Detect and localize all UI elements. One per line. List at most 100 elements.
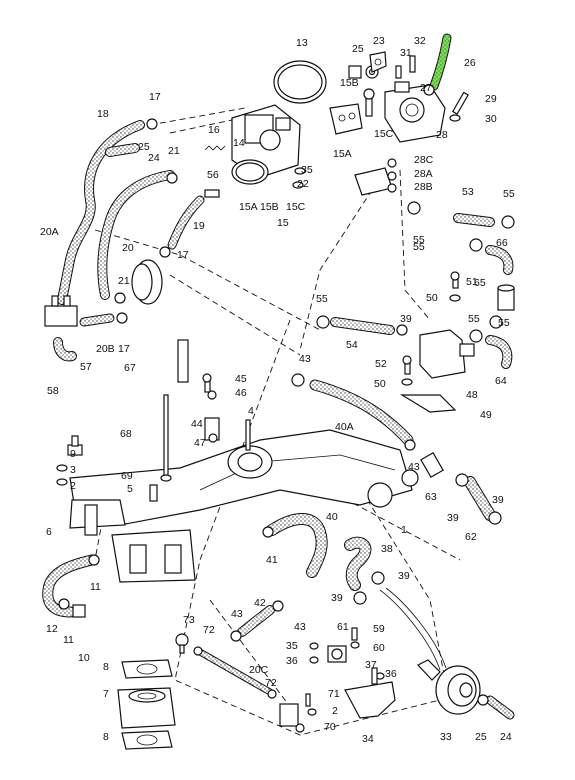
callout-label: 55 [413,241,425,253]
callout-label: 72 [265,677,277,689]
callout-label: 13 [296,37,308,49]
callout-label: 40A [335,421,354,433]
callout-label: 20 [122,242,134,254]
callout-label: 17 [177,249,189,261]
part-3-2-washers [56,464,68,486]
part-26-hose-highlighted [429,33,452,91]
callout-label: 71 [328,688,340,700]
callout-label: 15B [260,201,279,213]
part-67-rod [177,339,189,383]
callout-label: 36 [385,668,397,680]
hose-40 [266,513,328,578]
callout-label: 29 [485,93,497,105]
part-10-nipple [72,604,86,618]
callout-label: 69 [121,470,133,482]
part-31-32-bolts [395,55,416,79]
hose-62 [464,476,496,521]
clamps-43-low [230,600,284,642]
part-8-gasket-bottom [121,730,173,750]
part-71-screw [305,693,311,707]
callout-label: 67 [124,362,136,374]
callout-label: 38 [381,543,393,555]
callout-label: 43 [231,608,243,620]
callout-label: 24 [148,152,160,164]
callout-label: 5 [127,483,133,495]
part-45-46-bolt [202,373,217,400]
callout-label: 68 [120,428,132,440]
part-7-sump-block [111,529,196,583]
callout-label: 59 [373,623,385,635]
callout-label: 55 [468,313,480,325]
callout-label: 57 [80,361,92,373]
callout-label: 22 [297,178,309,190]
part-50-washer [401,294,461,386]
part-40a-hose [309,379,414,446]
hose-42 [237,605,275,637]
hose-24 [97,170,175,300]
callout-label: 24 [500,731,512,743]
callout-label: 25 [475,731,487,743]
part-52-bolt [402,355,412,375]
callout-label: 15A [239,201,258,213]
callout-label: 15C [374,128,394,140]
callout-label: 43 [294,621,306,633]
part-65-sleeve [497,284,515,311]
callout-label: 30 [485,113,497,125]
part-51-bolt [450,271,460,289]
part-28-bracket-right [354,158,397,196]
callout-label: 18 [97,108,109,120]
part-6-port-block [69,499,126,536]
callout-label: 21 [168,145,180,157]
callout-label: 52 [375,358,387,370]
callout-label: 49 [480,409,492,421]
callout-label: 20A [40,226,59,238]
callout-label: 41 [266,554,278,566]
callout-label: 32 [414,35,426,47]
callout-label: 12 [46,623,58,635]
callout-label: 48 [466,389,478,401]
callout-label: 56 [207,169,219,181]
part-16-spring [204,145,226,151]
callout-label: 61 [337,621,349,633]
callout-label: 45 [235,373,247,385]
clamps-11 [58,554,100,610]
callout-label: 11 [90,581,101,593]
hose-line-to-33 [379,587,447,671]
callout-label: 25 [138,141,150,153]
part-7-block [117,687,176,729]
callout-label: 28 [436,129,448,141]
part-58-elbow [53,337,77,362]
callout-label: 31 [400,47,412,59]
callout-label: 9 [70,448,76,460]
hose-66-elbow [485,245,514,275]
clamps-72 [193,646,277,699]
callout-label: 26 [464,57,476,69]
part-48-valve [419,329,475,379]
callout-label: 64 [495,375,507,387]
part-23-bracket [369,51,387,73]
part-15a-bracket [329,103,363,135]
callout-label: 15C [286,201,306,213]
callout-label: 65 [474,277,486,289]
callout-label: 47 [194,437,206,449]
callout-label: 8 [103,731,109,743]
part-5-nipple [149,484,158,502]
callout-label: 17 [149,91,161,103]
callout-label: 55 [316,293,328,305]
part-27-clamp [423,84,435,96]
callout-label: 62 [465,531,477,543]
callout-label: 6 [46,526,52,538]
callout-label: 17 [118,343,130,355]
part-28-throttle-housing [384,81,446,143]
part-69-nut [160,474,172,482]
callout-label: 73 [183,614,195,626]
callout-label: 43 [299,353,311,365]
part-63-sleeve [420,452,444,478]
callout-label: 25 [352,43,364,55]
clamps-41-39-low [262,526,385,605]
callout-label: 15 [277,217,289,229]
part-59-60-bolts [350,627,360,649]
callout-label: 4 [248,405,254,417]
callout-label: 53 [462,186,474,198]
callout-label: 28B [414,181,433,193]
